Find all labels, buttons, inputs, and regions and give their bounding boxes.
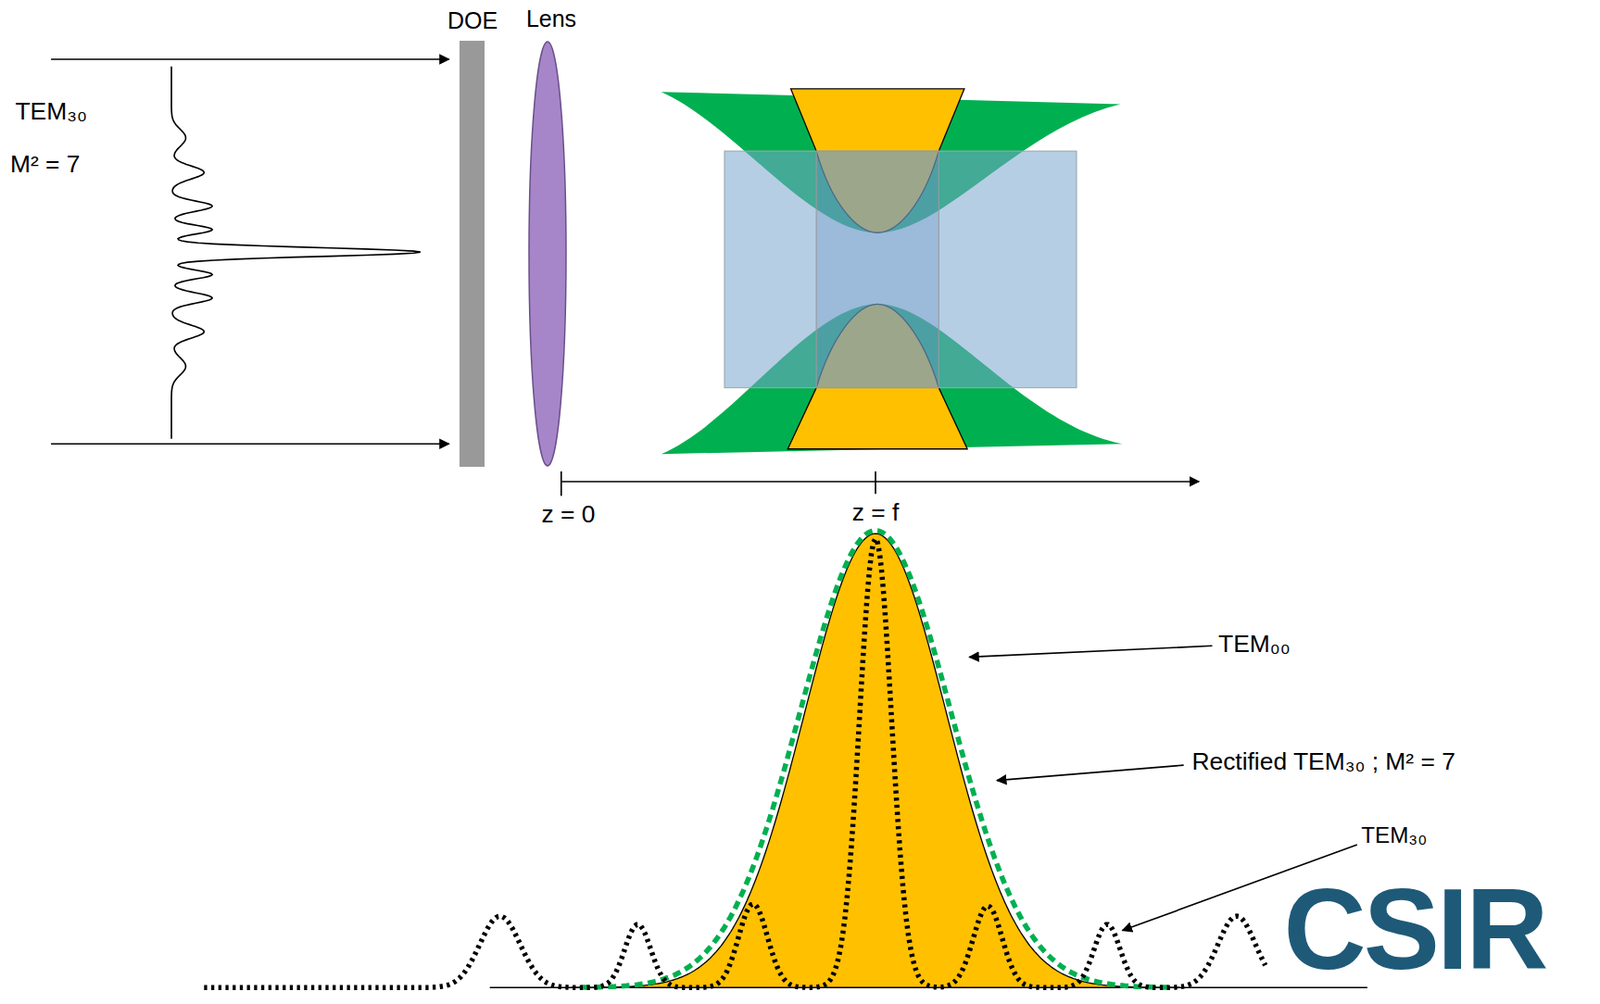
rectified-profile: [571, 533, 1180, 988]
plate-fill: [459, 40, 485, 467]
z-axis: [561, 480, 1199, 483]
beam-ray: [50, 442, 450, 445]
doe-plate: DOE: [444, 7, 501, 469]
tem30-profile: [203, 539, 1265, 989]
leader-arrow: [996, 765, 1185, 782]
input-profile: [171, 66, 421, 440]
plate-shape: [459, 40, 485, 467]
curve-label: TEM₃₀: [1360, 822, 1427, 849]
lens-element: Lens: [515, 5, 588, 469]
axis-label: z = 0: [541, 500, 596, 529]
lens-outline: [529, 41, 567, 467]
curve-label: Rectified TEM₃₀ ; M² = 7: [1191, 747, 1455, 776]
leader-arrow: [969, 645, 1212, 657]
overlap-region: [724, 151, 1077, 389]
beam-mode-label: TEM₃₀: [15, 97, 88, 126]
axis-label: z = f: [852, 498, 900, 527]
beam-ray: [50, 58, 450, 61]
part-label: DOE: [444, 7, 501, 35]
overlap-region: [816, 151, 939, 389]
lens-shape: [528, 40, 567, 467]
curve-label: TEM₀₀: [1218, 629, 1291, 658]
tem00-profile: [581, 530, 1170, 988]
axis-tick: [560, 471, 563, 496]
beam-quality-label: M² = 7: [10, 150, 81, 178]
axis-tick: [874, 471, 877, 494]
logo-text: CSIR: [1284, 872, 1547, 987]
part-label: Lens: [515, 5, 588, 33]
